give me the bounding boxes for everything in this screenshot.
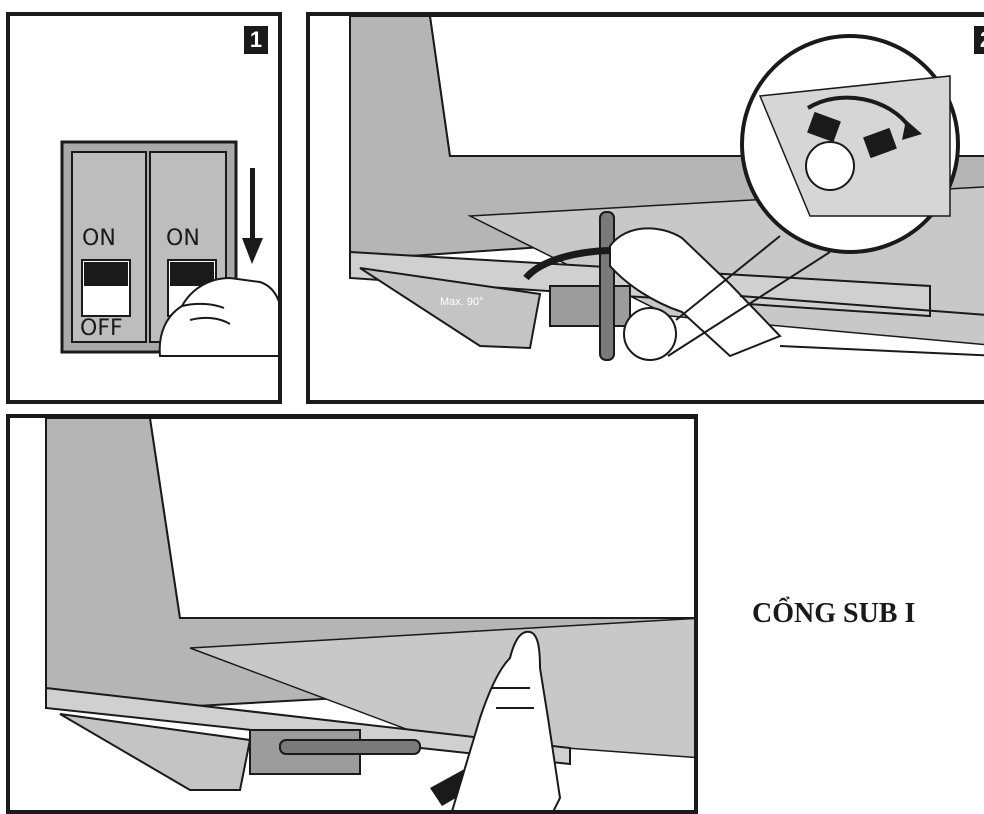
step-3-panel: 3 xyxy=(6,414,698,814)
door-opening xyxy=(148,418,694,619)
left-switch-on-label: ON xyxy=(82,226,116,251)
left-toggle-on-half xyxy=(84,262,128,286)
hinge-block xyxy=(549,285,631,327)
rotation-limit-label: Max. 90° xyxy=(440,296,484,308)
magnifier-icon xyxy=(740,34,960,254)
hinge-lever xyxy=(59,713,252,791)
hinge-push-illustration xyxy=(45,418,694,810)
bottom-rail xyxy=(45,686,571,766)
inner-panel xyxy=(189,617,694,759)
hand-icon xyxy=(609,227,782,358)
hand-icon xyxy=(158,276,278,357)
tool-rod xyxy=(279,739,421,755)
step-1-panel: 1 ON OFF ON xyxy=(6,12,282,404)
hinge-rotation-illustration xyxy=(349,16,984,361)
hand-icon xyxy=(451,630,562,810)
tool-rod xyxy=(599,211,615,361)
down-arrow-icon xyxy=(242,168,263,264)
hinge-lever xyxy=(359,267,542,350)
right-switch-on-label: ON xyxy=(166,226,200,251)
switch-illustration xyxy=(60,140,278,357)
step-number-badge: 1 xyxy=(244,26,268,54)
left-switch-off-label: OFF xyxy=(80,316,123,341)
hinge-detail-circle xyxy=(623,307,677,361)
step-number-badge: 2 xyxy=(974,26,984,54)
caption-text: CỔNG SUB I xyxy=(752,598,916,629)
step-2-panel: 2 Max. 90° xyxy=(306,12,984,404)
